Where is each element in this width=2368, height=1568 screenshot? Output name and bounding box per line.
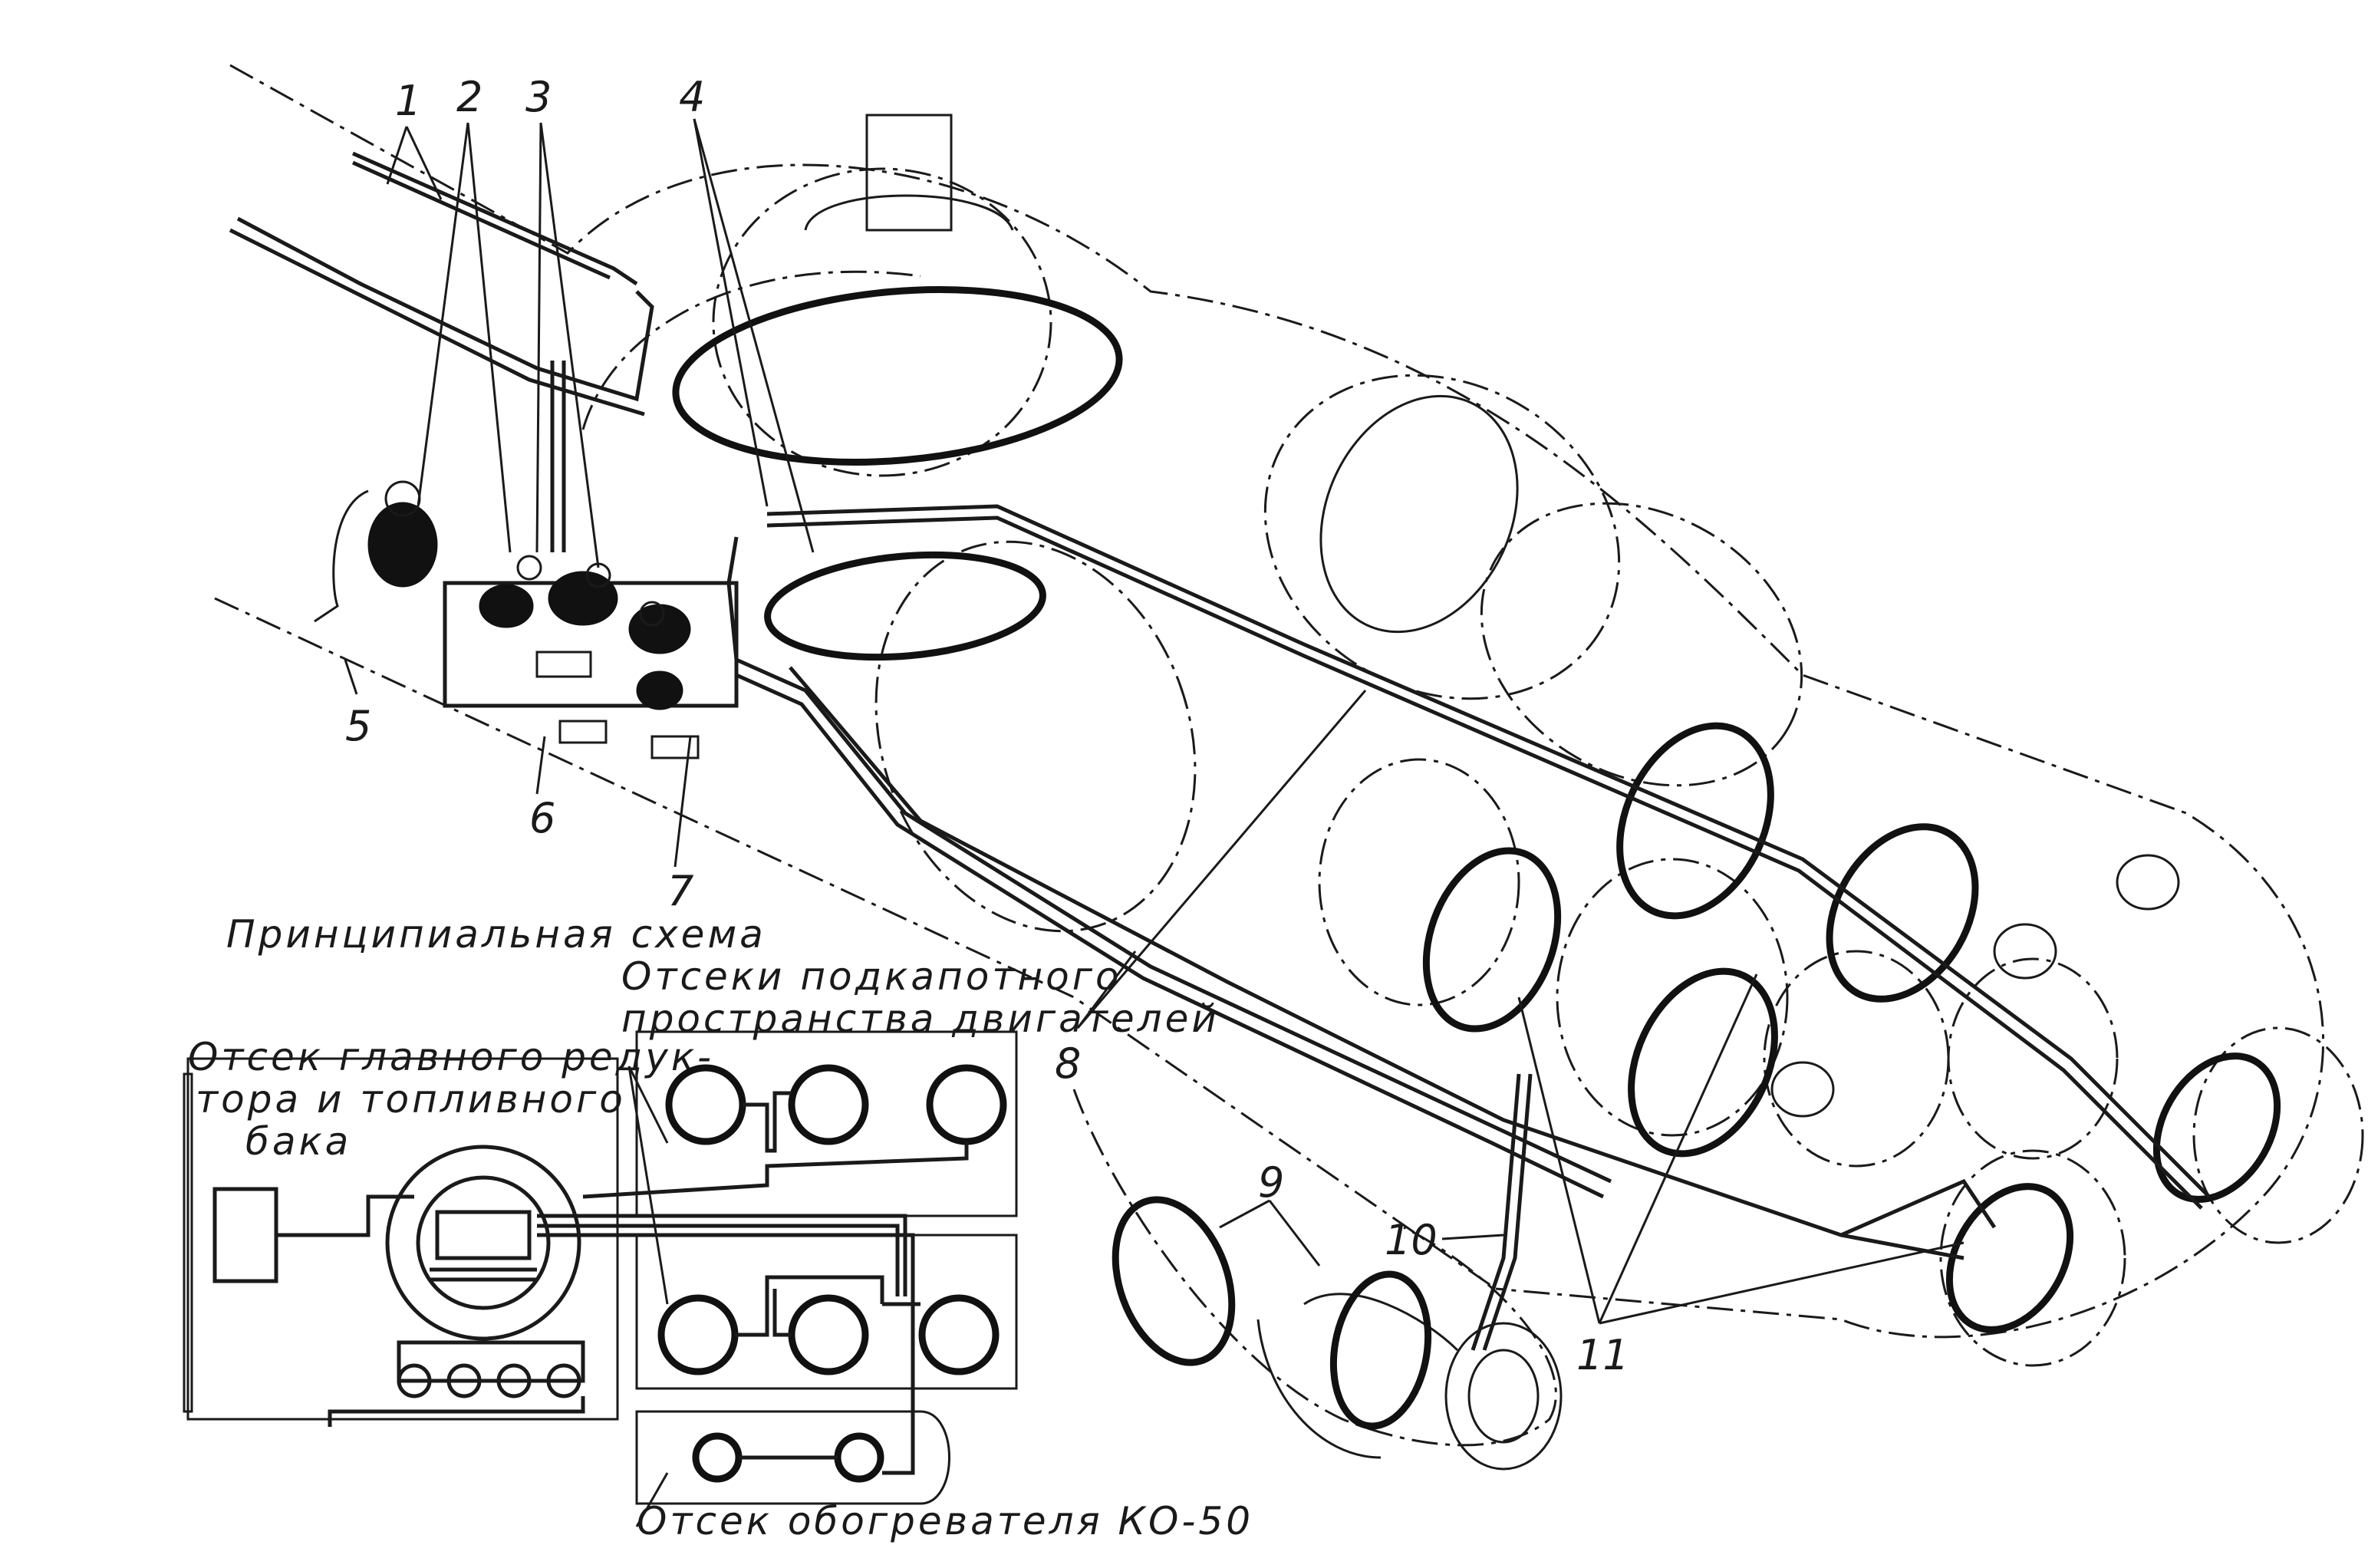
pipelines xyxy=(229,151,2211,1351)
callout-9: 9 xyxy=(1258,1158,1284,1207)
schematic-title: Принципиальная схема xyxy=(226,912,766,957)
engine-compartment-label-2: пространства двигателей xyxy=(621,996,1220,1041)
principal-schematic: Принципиальная схема Отсеки подкапотного… xyxy=(183,912,1253,1543)
callout-3: 3 xyxy=(525,73,552,121)
reducer-compartment-label-2: тора и топливного xyxy=(196,1077,626,1122)
extinguisher-rings xyxy=(672,286,2281,1430)
reducer-compartment-label-1: Отсек главного редук- xyxy=(188,1035,714,1079)
reducer-compartment-box xyxy=(186,1057,619,1421)
valve-cluster xyxy=(314,480,739,759)
callout-4: 4 xyxy=(679,73,705,121)
engine-compartment-box-lower xyxy=(635,1234,1018,1390)
heater-ko50 xyxy=(1256,1293,1563,1471)
callout-5: 5 xyxy=(345,702,371,750)
callout-10: 10 xyxy=(1385,1216,1438,1264)
engine-bodies xyxy=(712,167,2364,1367)
callout-1: 1 xyxy=(395,77,421,125)
callout-7: 7 xyxy=(667,867,693,915)
reducer-compartment-label-3: бака xyxy=(245,1119,351,1164)
callout-numbers: 1 2 3 4 5 6 7 8 9 10 11 xyxy=(345,73,1629,1379)
heater-compartment-box xyxy=(635,1410,950,1505)
callout-2: 2 xyxy=(456,73,482,121)
callout-6: 6 xyxy=(529,794,555,842)
callout-8: 8 xyxy=(1055,1039,1081,1088)
leader-lines xyxy=(344,118,1965,1325)
engine-compartment-label-1: Отсеки подкапотного xyxy=(621,954,1122,999)
heater-compartment-label: Отсек обогревателя КО-50 xyxy=(637,1499,1253,1543)
callout-11: 11 xyxy=(1576,1331,1629,1379)
